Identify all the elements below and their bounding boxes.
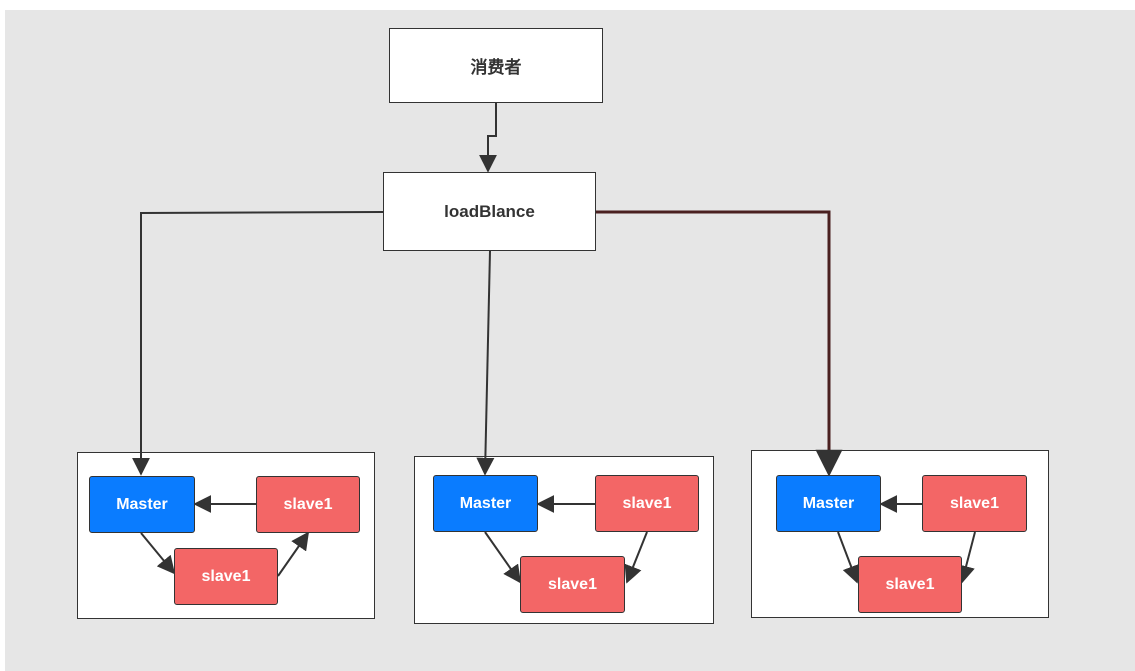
edge-lb-to-master-3	[596, 210, 843, 477]
cluster-1-slave-bottom-node: slave1	[174, 548, 278, 605]
load-balancer-label: loadBlance	[444, 201, 535, 221]
edge-lb-to-master-2	[476, 250, 495, 476]
cluster-2-slave-bottom-label: slave1	[548, 575, 597, 593]
edge-consumer-to-loadbalancer	[479, 103, 497, 173]
edge-c2-master-to-slave-bottom	[484, 531, 522, 584]
consumer-label: 消费者	[470, 58, 522, 77]
cluster-2-slave-right-node: slave1	[595, 475, 699, 532]
load-balancer-node: loadBlance	[383, 172, 596, 251]
cluster-2-master-node: Master	[433, 475, 538, 532]
cluster-2-slave-right-label: slave1	[622, 494, 672, 512]
cluster-3-slave-right-node: slave1	[922, 475, 1027, 532]
cluster-3-slave-bottom-node: slave1	[858, 556, 962, 613]
cluster-2-master-label: Master	[459, 494, 512, 512]
cluster-1-slave-right-node: slave1	[256, 476, 360, 533]
cluster-2-slave-bottom-node: slave1	[520, 556, 625, 613]
edge-c3-slave-right-to-slave-bottom	[957, 531, 976, 584]
edge-c2-slave-right-to-slave-bottom	[624, 531, 648, 584]
cluster-1-master-label: Master	[116, 495, 168, 513]
cluster-3-slave-right-label: slave1	[950, 494, 999, 512]
cluster-1-slave-right-label: slave1	[283, 495, 333, 513]
consumer-node: 消费者	[389, 28, 603, 103]
cluster-3-master-node: Master	[776, 475, 881, 532]
cluster-3-master-label: Master	[802, 494, 855, 512]
edge-lb-to-master-1	[132, 211, 385, 476]
edge-c1-slave-bottom-to-slave-right	[277, 531, 310, 577]
edge-c1-master-to-slave-bottom	[140, 532, 176, 575]
cluster-3-slave-bottom-label: slave1	[885, 575, 935, 593]
cluster-1-slave-bottom-label: slave1	[201, 567, 251, 585]
cluster-1-master-node: Master	[89, 476, 195, 533]
edge-c3-master-to-slave-bottom	[837, 531, 860, 584]
